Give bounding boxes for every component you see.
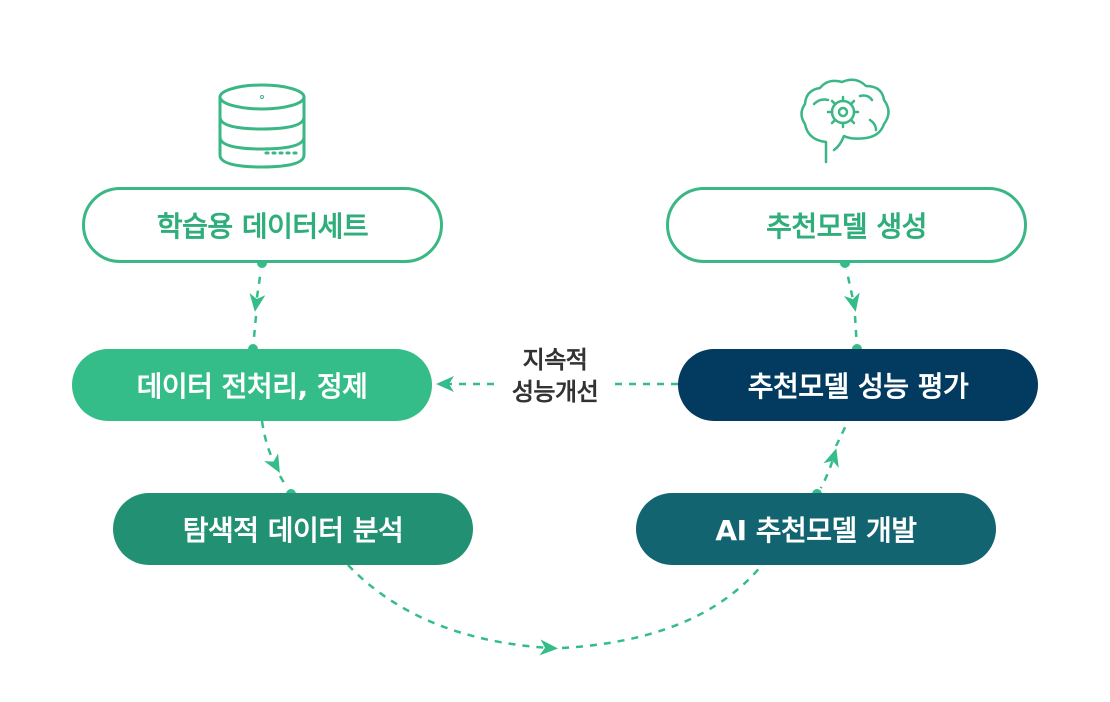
arrow-eda-to-aidev [347, 564, 558, 656]
feedback-label-line2: 성능개선 [511, 378, 599, 406]
node-ai-model-development-label: AI 추천모델 개발 [715, 514, 917, 547]
connector-model-to-eval [853, 315, 859, 349]
node-exploratory-analysis: 탐색적 데이터 분석 [113, 493, 473, 565]
connector-eda-to-aidev [561, 564, 763, 650]
node-model-generation-label: 추천모델 생성 [766, 210, 927, 243]
node-data-preprocessing-label: 데이터 전처리, 정제 [136, 370, 368, 403]
node-model-evaluation: 추천모델 성능 평가 [678, 349, 1038, 421]
brain-gear-icon [800, 78, 890, 164]
arrow-preprocess-to-eda [260, 420, 280, 473]
connector-dataset-to-preprocess [251, 315, 258, 349]
node-data-preprocessing: 데이터 전처리, 정제 [72, 349, 432, 421]
feedback-label-line1: 지속적 [522, 346, 588, 374]
feedback-label: 지속적 성능개선 [480, 344, 630, 408]
node-model-evaluation-label: 추천모델 성능 평가 [747, 370, 969, 403]
connector-aidev-to-eval [834, 420, 850, 447]
arrow-aidev-to-eval [816, 448, 839, 494]
node-training-dataset: 학습용 데이터세트 [82, 187, 443, 263]
node-model-generation: 추천모델 생성 [666, 187, 1027, 263]
node-ai-model-development: AI 추천모델 개발 [636, 493, 996, 565]
database-icon [218, 83, 306, 169]
node-exploratory-analysis-label: 탐색적 데이터 분석 [182, 514, 404, 547]
node-training-dataset-label: 학습용 데이터세트 [156, 210, 369, 243]
